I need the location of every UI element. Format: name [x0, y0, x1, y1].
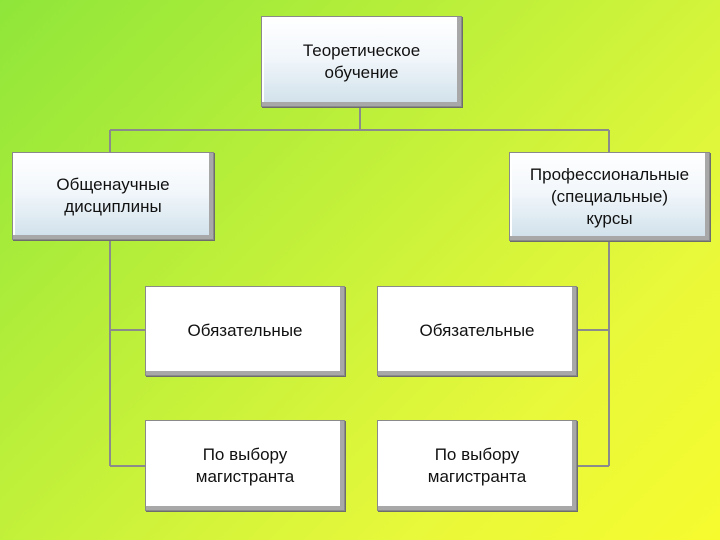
- root-node-label: Теоретическое обучение: [302, 40, 421, 82]
- left-branch-node: Общенаучные дисциплины: [12, 152, 214, 240]
- left-branch-node-label: Общенаучные дисциплины: [56, 175, 170, 216]
- left-mandatory-node: Обязательные: [145, 286, 345, 376]
- right-elective-node-label: По выбору магистранта: [427, 444, 527, 486]
- right-mandatory-node: Обязательные: [377, 286, 577, 376]
- right-branch-node: Профессиональные (специальные) курсы: [509, 152, 710, 241]
- root-node: Теоретическое обучение: [261, 16, 462, 107]
- right-elective-node: По выбору магистранта: [377, 420, 577, 511]
- left-elective-node-label: По выбору магистранта: [195, 444, 295, 486]
- right-mandatory-node-label: Обязательные: [419, 321, 535, 340]
- right-branch-node-label: Профессиональные (специальные) курсы: [529, 164, 690, 228]
- left-mandatory-node-label: Обязательные: [187, 321, 303, 340]
- left-elective-node: По выбору магистранта: [145, 420, 345, 511]
